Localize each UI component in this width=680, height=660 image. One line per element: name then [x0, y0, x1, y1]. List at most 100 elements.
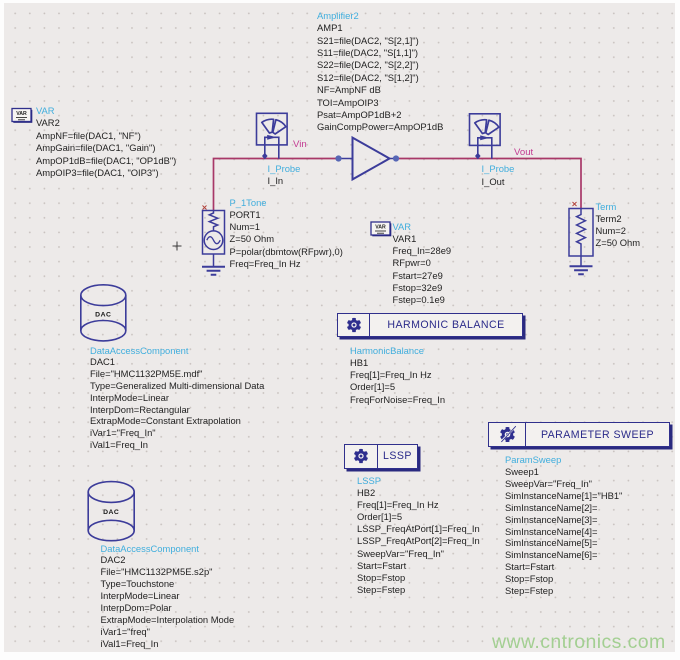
lssp-controller[interactable]: LSSP — [344, 444, 418, 469]
component-parameter: SimInstanceName[1]="HB1" — [505, 489, 623, 501]
component-parameter: SweepVar="Freq_In" — [357, 547, 444, 559]
watermark-text: www.cntronics.com — [492, 631, 666, 653]
component-parameter: AmpNF=file(DAC1, "NF") — [36, 129, 141, 141]
amp-input-pin-dot — [335, 155, 342, 162]
component-parameter: iVal1=Freq_In — [90, 439, 148, 451]
component-name-label: LSSP — [357, 474, 381, 486]
component-parameter: Order[1]=5 — [350, 381, 396, 393]
parameter-sweep-controller[interactable]: PARAMETER SWEEP — [488, 422, 670, 447]
net-label-vin[interactable]: Vin — [293, 139, 307, 150]
component-parameter: SimInstanceName[4]= — [505, 525, 598, 537]
component-parameter: AMP1 — [317, 22, 343, 34]
component-parameter: SimInstanceName[6]= — [505, 549, 598, 561]
component-parameter: LSSP_FreqAtPort[1]=Freq_In — [357, 523, 480, 535]
component-parameter: VAR1 — [392, 233, 417, 245]
var2-eqn-icon[interactable]: VAR — [11, 107, 33, 123]
term2-symbol[interactable] — [568, 207, 594, 276]
component-parameter: Stop=Fstop — [357, 572, 406, 583]
component-name-label: HarmonicBalance — [350, 344, 424, 356]
component-parameter: iVar1="freq" — [100, 625, 150, 637]
component-parameter: ExtrapMode=Interpolation Mode — [100, 613, 235, 625]
meter-pin-diamond — [262, 152, 268, 160]
cylinder-top-ellipse — [80, 284, 127, 307]
component-parameter: Fstep=0.1e9 — [392, 294, 445, 306]
component-parameter: AmpOP1dB=file(DAC1, "OP1dB") — [36, 154, 177, 166]
net-label-vout[interactable]: Vout — [514, 146, 534, 158]
component-name-label: Amplifier2 — [317, 9, 359, 21]
component-parameter: Start=Fstart — [505, 561, 555, 573]
var-icon-frame — [370, 221, 391, 236]
component-parameter: Type=Touchstone — [100, 578, 175, 590]
component-parameter: SweepVar="Freq_In" — [505, 477, 592, 489]
cylinder-sides — [80, 295, 127, 331]
gear-icon — [338, 314, 370, 336]
component-parameter: P=polar(dbmtow(RFpwr),0) — [229, 245, 343, 257]
term2-pin-marker — [572, 201, 577, 207]
origin-cross-marker — [172, 241, 182, 251]
var-icon-text: VAR — [375, 225, 386, 231]
component-parameter: S22=file(DAC2, "S[2,2]") — [317, 59, 419, 71]
component-parameter: SimInstanceName[2]= — [505, 501, 598, 513]
component-parameter: Num=2 — [595, 224, 626, 236]
component-parameter: InterpDom=Polar — [100, 602, 172, 614]
component-name-label: VAR — [392, 220, 412, 232]
port-ac-source-circle — [203, 230, 224, 251]
component-name-label: P_1Tone — [229, 196, 267, 208]
component-parameter: PORT1 — [229, 209, 261, 221]
dac-icon-text: DAC — [95, 312, 111, 319]
dac-icon-text: DAC — [103, 509, 119, 516]
cylinder-sides — [87, 492, 135, 531]
component-parameter: Term2 — [595, 212, 622, 224]
term-ground-icon — [569, 265, 593, 276]
component-parameter: SimInstanceName[3]= — [505, 513, 598, 525]
iprobe-out-symbol[interactable] — [468, 113, 501, 160]
dac1-cylinder-icon[interactable]: DAC — [80, 284, 127, 342]
component-parameter: I_Out — [481, 175, 505, 187]
meter-current-arrow — [480, 135, 490, 141]
component-name-label: I_Probe — [481, 163, 515, 175]
gear-icon-graphic — [344, 317, 363, 333]
dac2-cylinder-icon[interactable]: DAC — [87, 480, 135, 542]
component-parameter: AmpOIP3=file(DAC1, "OIP3") — [36, 166, 159, 178]
component-parameter: LSSP_FreqAtPort[2]=Freq_In — [357, 535, 480, 547]
var-icon-eqn-lines — [375, 230, 386, 234]
p1tone-source-symbol[interactable] — [201, 209, 226, 276]
wire-output-net[interactable] — [396, 157, 582, 209]
term-resistor-zigzag — [574, 209, 588, 256]
component-parameter: FreqForNoise=Freq_In — [350, 393, 446, 405]
component-parameter: I_In — [267, 175, 284, 187]
meter-current-arrow — [267, 134, 277, 140]
meter-body-box — [255, 112, 288, 146]
component-parameter: Freq[1]=Freq_In Hz — [350, 369, 432, 381]
component-parameter: S12=file(DAC2, "S[1,2]") — [317, 71, 419, 83]
amplifier-symbol[interactable] — [335, 135, 400, 182]
var1-eqn-icon[interactable]: VAR — [370, 221, 392, 237]
meter-body-box — [468, 113, 501, 147]
component-name-label: VAR — [36, 105, 55, 116]
component-parameter: Sweep1 — [505, 466, 539, 478]
cylinder-bottom-ellipse — [87, 519, 135, 542]
harmonic-balance-controller[interactable]: HARMONIC BALANCE — [337, 313, 523, 337]
cylinder-top-ellipse — [87, 480, 135, 504]
component-parameter: File="HMC1132PM5E.mdf" — [90, 368, 203, 380]
wire-input-net[interactable] — [212, 157, 339, 212]
component-parameter: Order[1]=5 — [357, 511, 403, 523]
component-parameter: RFpwr=0 — [392, 257, 431, 269]
iprobe-in-symbol[interactable] — [255, 112, 288, 160]
component-parameter: Step=Fstep — [357, 584, 406, 596]
port-resistor-zigzag — [207, 211, 220, 231]
component-parameter: Z=50 Ohm — [595, 237, 641, 249]
